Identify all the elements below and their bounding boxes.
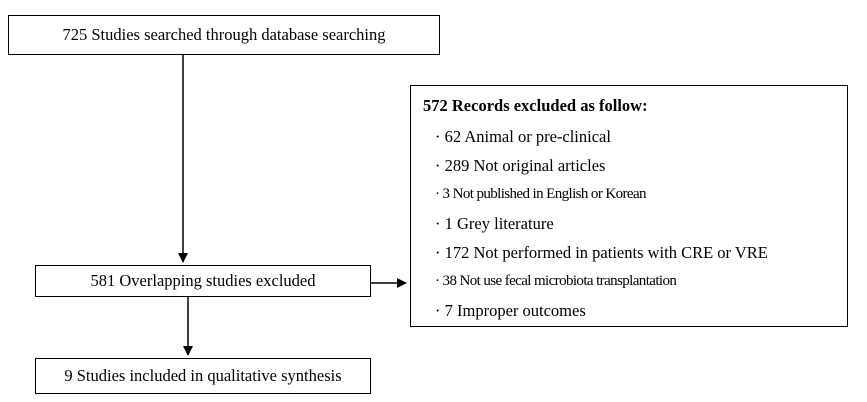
excluded-item: · 7 Improper outcomes bbox=[435, 301, 586, 320]
search-box: 725 Studies searched through database se… bbox=[8, 15, 440, 55]
excluded-item: · 38 Not use fecal microbiota transplant… bbox=[435, 273, 677, 289]
excluded-item: · 1 Grey literature bbox=[435, 214, 554, 233]
excluded-box: 572 Records excluded as follow: · 62 Ani… bbox=[410, 85, 848, 327]
excluded-box-title: 572 Records excluded as follow: bbox=[423, 96, 648, 115]
excluded-item: · 172 Not performed in patients with CRE… bbox=[435, 243, 768, 262]
excluded-item: · 3 Not published in English or Korean bbox=[435, 186, 647, 202]
included-box: 9 Studies included in qualitative synthe… bbox=[35, 358, 371, 394]
excluded-item: · 62 Animal or pre-clinical bbox=[435, 127, 611, 146]
search-box-text: 725 Studies searched through database se… bbox=[62, 25, 386, 44]
excluded-list: · 62 Animal or pre-clinical · 289 Not or… bbox=[423, 122, 847, 325]
excluded-item: · 289 Not original articles bbox=[435, 156, 606, 175]
overlap-box-text: 581 Overlapping studies excluded bbox=[90, 271, 316, 290]
included-box-text: 9 Studies included in qualitative synthe… bbox=[64, 366, 342, 385]
overlap-box: 581 Overlapping studies excluded bbox=[35, 265, 371, 297]
